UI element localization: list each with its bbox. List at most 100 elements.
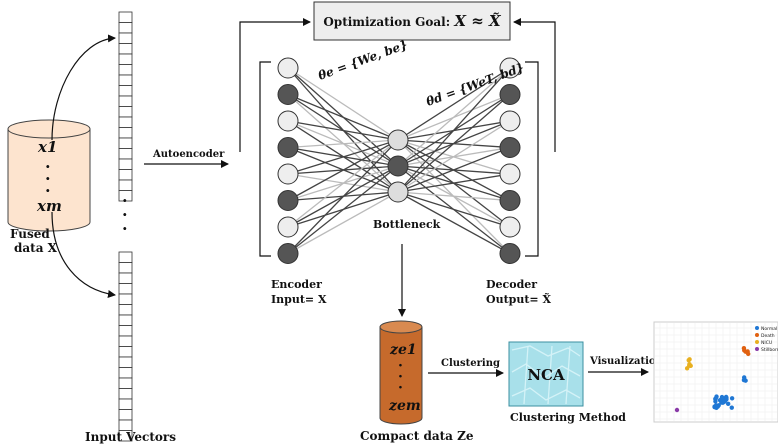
decoder-edge: [397, 146, 511, 193]
encoder-node: [277, 137, 299, 158]
vector-dot-2: ·: [122, 205, 128, 224]
encoder-edge: [287, 191, 399, 255]
encoder-edge: [287, 120, 399, 141]
encoder-edge: [287, 139, 399, 228]
vector-cell: [118, 106, 133, 118]
vector-cell: [118, 398, 133, 410]
fused-data-cylinder: x1 · · · xm: [7, 119, 91, 232]
decoder-edge: [397, 191, 511, 202]
vector-dot-3: ·: [122, 219, 128, 238]
encoder-input-label: Input= X: [271, 293, 327, 306]
encoder-node: [277, 243, 299, 264]
decoder-edge: [397, 67, 511, 193]
visualization-label: Visualization: [589, 356, 664, 367]
vector-cell: [118, 367, 133, 379]
encoder-edge: [287, 165, 399, 255]
vector-cell: [118, 346, 133, 358]
optimization-goal-label: Optimization Goal: X ≈ X̃: [323, 12, 502, 30]
vector-cell: [118, 293, 133, 305]
vector-cell: [118, 409, 133, 421]
scatter-point: [729, 405, 734, 410]
scatter-point: [725, 401, 731, 407]
vector-cell: [118, 95, 133, 107]
vector-cell: [118, 356, 133, 368]
compact-data-cylinder: ze1 · · · zem: [379, 320, 423, 425]
vector-cell: [118, 137, 133, 149]
vector-cell: [118, 283, 133, 295]
scatter-points: [674, 345, 751, 413]
encoder-node: [277, 190, 299, 211]
encoder-edge: [287, 139, 399, 149]
vector-cell: [118, 251, 133, 263]
zem-label: zem: [388, 398, 421, 414]
fused-label-line1: Fused: [10, 227, 50, 241]
encoder-edge: [287, 67, 399, 141]
bottleneck-node: [387, 181, 409, 203]
network-nodes: [277, 57, 521, 264]
encoder-edge: [287, 139, 399, 175]
dot-3: ·: [45, 181, 51, 200]
scatter-point: [722, 398, 728, 404]
vector-cell: [118, 272, 133, 284]
input-vectors-label: Input Vectors: [85, 430, 176, 444]
scatter-point: [687, 363, 692, 368]
decoder-node: [499, 163, 521, 185]
vector-cell: [118, 74, 133, 86]
compact-cylinder-top: [379, 320, 423, 334]
decoder-node: [499, 216, 521, 238]
scatter-point: [729, 396, 735, 401]
vector-cell: [118, 158, 133, 170]
encoder-feedback-arrow: [239, 18, 311, 152]
decoder-edge: [397, 67, 511, 141]
decoder-label: Decoder: [486, 278, 537, 291]
scatter-point: [687, 357, 692, 362]
legend-label: NICU: [761, 340, 772, 346]
decoder-edge: [397, 191, 511, 228]
clustering-method-label: Clustering Method: [510, 411, 626, 424]
compact-data-label: Compact data Ze: [360, 429, 474, 443]
vector-cell: [118, 262, 133, 274]
compact-dot-1: ·: [398, 358, 403, 374]
compact-dot-2: ·: [398, 369, 403, 385]
xm-label: xm: [36, 197, 62, 215]
encoder-node: [277, 110, 299, 132]
vector-cell: [118, 179, 133, 191]
vector-cell: [118, 43, 133, 55]
decoder-node: [499, 137, 521, 158]
vector-cell: [118, 32, 133, 44]
decoder-edge: [397, 67, 511, 167]
encoder-edge: [287, 139, 399, 202]
decoder-edge: [397, 94, 511, 193]
scatter-point: [719, 394, 725, 400]
legend-label: Normal: [761, 326, 777, 332]
dot-1: ·: [45, 157, 51, 176]
vector-cell: [118, 169, 133, 181]
scatter-point: [741, 377, 747, 383]
compact-cylinder-body: [379, 326, 423, 425]
fused-cylinder-top: [7, 119, 91, 139]
nca-box: NCA: [508, 341, 584, 407]
bottleneck-label: Bottleneck: [373, 218, 441, 231]
vector-cell: [118, 190, 133, 202]
decoder-edge: [397, 120, 511, 193]
decoder-node: [499, 190, 521, 211]
dot-2: ·: [45, 169, 51, 188]
scatter-point: [715, 404, 720, 409]
vector-cell: [118, 430, 133, 442]
ze1-label: ze1: [389, 342, 417, 358]
vector-cell: [118, 304, 133, 316]
decoder-node: [499, 243, 521, 264]
optimization-goal-box: [313, 1, 511, 41]
encoder-node: [277, 84, 299, 105]
x1-label: x1: [37, 138, 57, 156]
theta-e-label: θe = {We, be}: [316, 38, 409, 83]
vector-cell: [118, 53, 133, 65]
vector-dot-1: ·: [122, 191, 128, 210]
fused-cylinder-body: [7, 128, 91, 232]
vector-cell: [118, 11, 133, 23]
encoder-bracket: [259, 61, 271, 257]
decoder-feedback-arrow: [513, 18, 556, 152]
encoder-edge: [287, 93, 399, 141]
bottleneck-node: [387, 155, 409, 177]
